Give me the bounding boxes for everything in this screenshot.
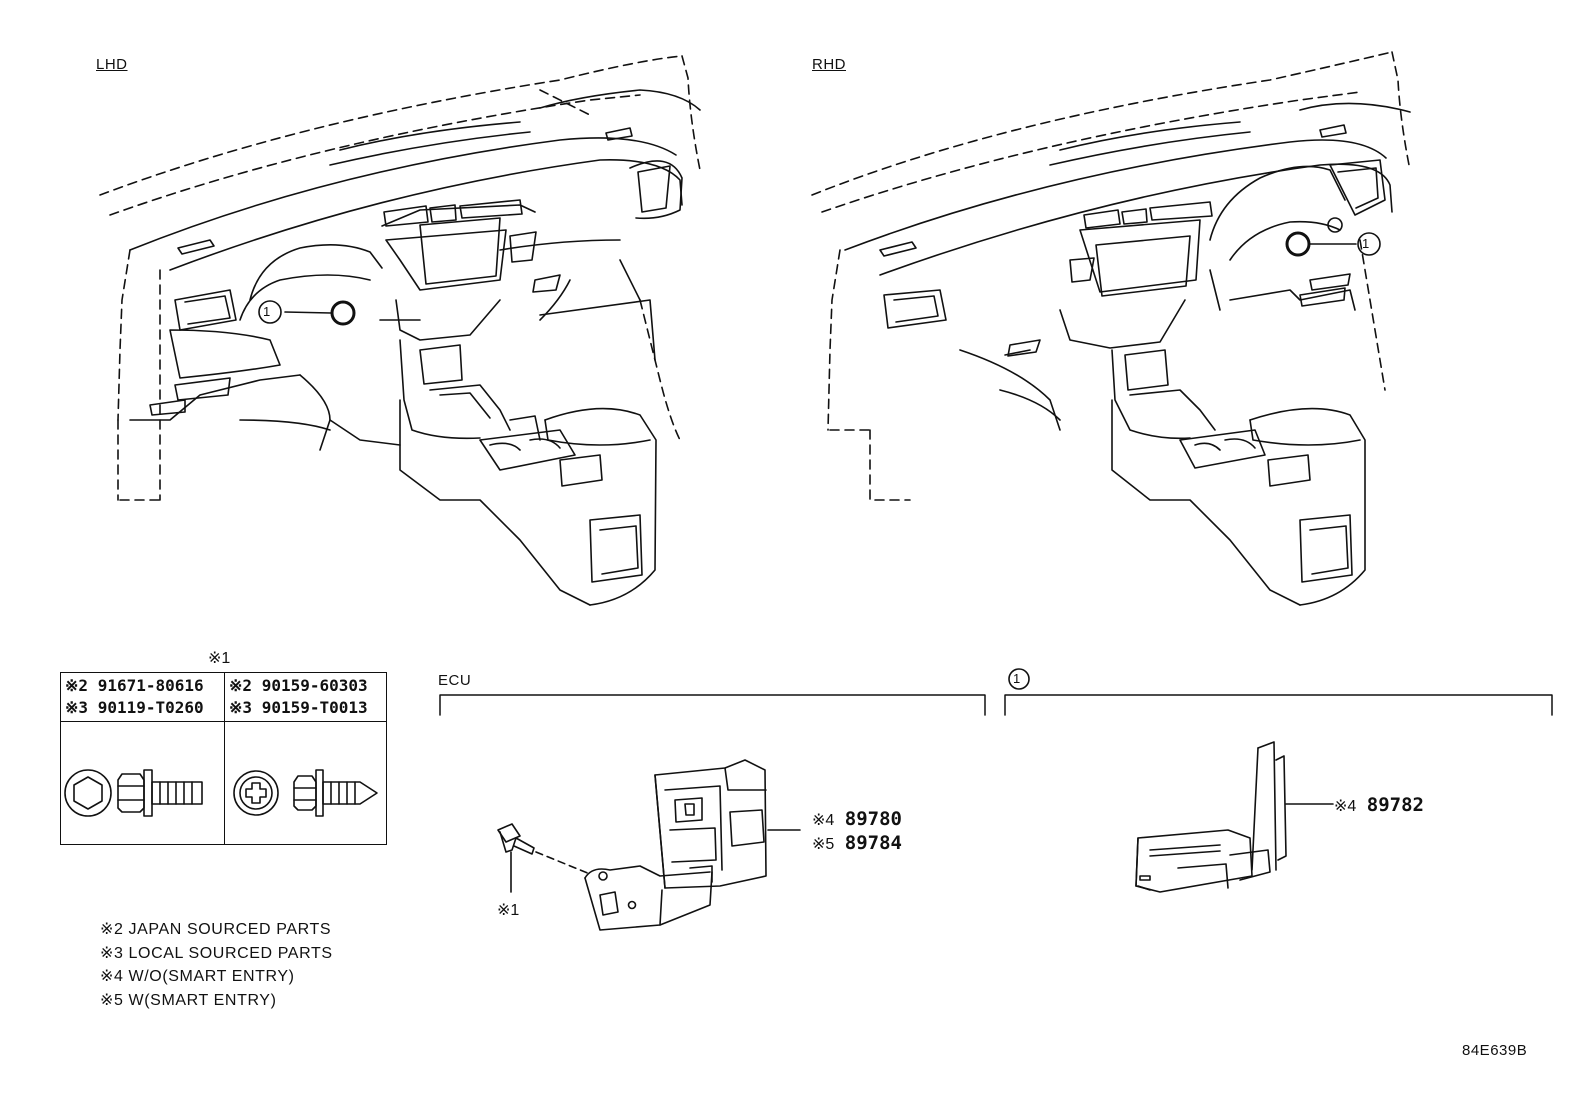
fastener-col2-header: ※2 90159-60303 ※3 90159-T0013 [224, 672, 387, 722]
ecu-illustration [497, 759, 801, 931]
lhd-ref-circle [258, 300, 282, 324]
mark-japan: ※2 [65, 676, 89, 695]
legend-notes: ※2 JAPAN SOURCED PARTS ※3 LOCAL SOURCED … [100, 918, 333, 1012]
part-number: 91671-80616 [97, 676, 204, 695]
receiver-group-bracket [1004, 694, 1553, 716]
receiver-part-callout: ※4 89782 [1334, 794, 1424, 816]
screw-drawing-cell [224, 721, 387, 845]
note-local-sourced: ※3 LOCAL SOURCED PARTS [100, 944, 333, 962]
rhd-view-label: RHD [812, 56, 846, 73]
ecu-group-bracket [439, 694, 986, 716]
option-mark: ※5 [812, 836, 835, 853]
bolt-drawing-cell [60, 721, 225, 845]
part-number: 90159-60303 [261, 676, 368, 695]
part-number: 90159-T0013 [261, 698, 368, 717]
lhd-dashboard-illustration [99, 55, 701, 606]
mark-japan: ※2 [229, 676, 253, 695]
receiver-group-ref-circle [1008, 668, 1030, 690]
lhd-ref-number: 1 [263, 304, 271, 319]
part-number: 89780 [844, 808, 902, 830]
rhd-ref-circle [1357, 232, 1381, 256]
part-number: 90119-T0260 [97, 698, 204, 717]
fastener-table-marker: ※1 [208, 650, 231, 667]
option-mark: ※4 [812, 812, 835, 829]
receiver-illustration [1135, 741, 1334, 893]
diagram-code: 84E639B [1462, 1042, 1528, 1059]
ecu-bolt-marker: ※1 [497, 902, 520, 919]
part-number: 89784 [844, 832, 902, 854]
note-japan-sourced: ※2 JAPAN SOURCED PARTS [100, 921, 332, 938]
mark-local: ※3 [229, 698, 253, 717]
note-without-smart-entry: ※4 W/O(SMART ENTRY) [100, 968, 295, 985]
rhd-ref-number: 1 [1362, 236, 1370, 251]
receiver-group-ref-number: 1 [1013, 671, 1021, 686]
ecu-part-callout-2: ※5 89784 [812, 832, 902, 854]
ecu-group-label: ECU [438, 672, 472, 689]
ecu-part-callout-1: ※4 89780 [812, 808, 902, 830]
option-mark: ※4 [1334, 798, 1357, 815]
note-with-smart-entry: ※5 W(SMART ENTRY) [100, 991, 277, 1009]
fastener-col1-header: ※2 91671-80616 ※3 90119-T0260 [60, 672, 225, 722]
lhd-view-label: LHD [96, 56, 128, 73]
rhd-dashboard-illustration [811, 51, 1411, 606]
part-number: 89782 [1366, 794, 1424, 816]
mark-local: ※3 [65, 698, 89, 717]
fastener-table: ※2 91671-80616 ※3 90119-T0260 ※2 90159-6… [60, 672, 387, 845]
